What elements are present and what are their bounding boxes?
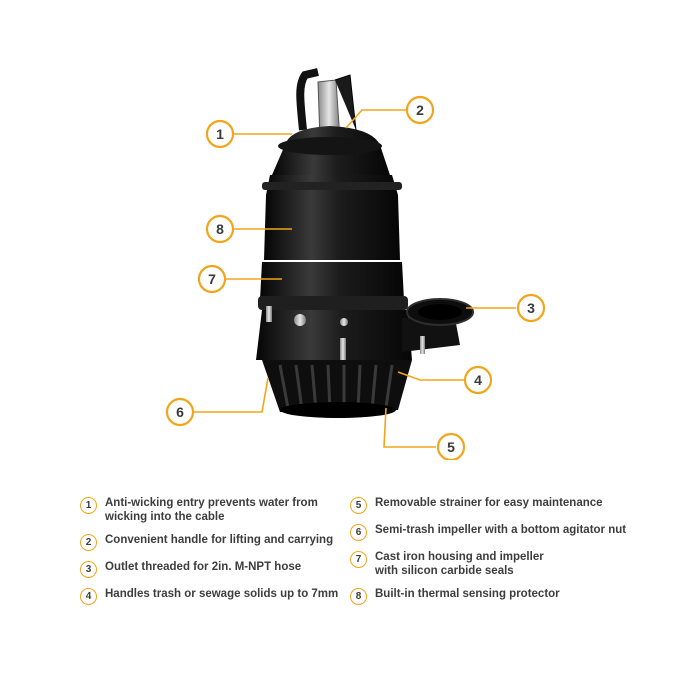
svg-text:4: 4 (474, 372, 482, 388)
legend-right-column: 5 Removable strainer for easy maintenanc… (350, 496, 650, 614)
legend-item-text: Semi-trash impeller with a bottom agitat… (375, 524, 627, 536)
legend-number-badge: 3 (80, 561, 97, 578)
legend-item-6: 6 Semi-trash impeller with a bottom agit… (350, 523, 650, 541)
callout-leader-lines (194, 109, 516, 448)
legend-number-badge: 1 (80, 497, 97, 514)
callout-1: 1 (205, 119, 235, 149)
legend-number-badge: 6 (350, 524, 367, 541)
legend-item-text: Built-in thermal sensing protector (375, 588, 560, 600)
legend-item-7: 7 Cast iron housing and impeller with si… (350, 550, 650, 578)
legend-number-badge: 2 (80, 534, 97, 551)
legend-item-text: Anti-wicking entry prevents water from w… (105, 497, 318, 523)
svg-text:6: 6 (176, 404, 184, 420)
legend-item-text: Cast iron housing and impeller with sili… (375, 551, 544, 577)
legend-number-badge: 7 (350, 551, 367, 568)
legend-item-text: Handles trash or sewage solids up to 7mm (105, 588, 339, 600)
svg-text:2: 2 (416, 102, 424, 118)
legend-number-badge: 4 (80, 588, 97, 605)
legend-item-text: Removable strainer for easy maintenance (375, 497, 603, 509)
pump-diagram: 1 2 3 4 5 6 7 8 (165, 68, 546, 460)
svg-text:5: 5 (447, 439, 455, 455)
legend-item-5: 5 Removable strainer for easy maintenanc… (350, 496, 650, 514)
legend-item-8: 8 Built-in thermal sensing protector (350, 587, 650, 605)
callout-3: 3 (516, 293, 546, 323)
legend-number-badge: 8 (350, 588, 367, 605)
callout-7: 7 (197, 264, 227, 294)
svg-text:7: 7 (208, 271, 216, 287)
legend-item-text: Outlet threaded for 2in. M-NPT hose (105, 561, 302, 573)
legend-item-text: Convenient handle for lifting and carryi… (105, 534, 334, 546)
legend-item-2: 2 Convenient handle for lifting and carr… (80, 533, 350, 551)
legend-left-column: 1 Anti-wicking entry prevents water from… (80, 496, 350, 614)
callout-5: 5 (436, 432, 466, 460)
svg-text:1: 1 (216, 126, 224, 142)
legend-item-1: 1 Anti-wicking entry prevents water from… (80, 496, 350, 524)
submersible-pump-illustration (256, 68, 474, 418)
callout-2: 2 (405, 95, 435, 125)
legend-item-4: 4 Handles trash or sewage solids up to 7… (80, 587, 350, 605)
callout-8: 8 (205, 214, 235, 244)
svg-text:8: 8 (216, 221, 224, 237)
legend-number-badge: 5 (350, 497, 367, 514)
svg-text:3: 3 (527, 300, 535, 316)
callout-4: 4 (463, 365, 493, 395)
legend-item-3: 3 Outlet threaded for 2in. M-NPT hose (80, 560, 350, 578)
callout-6: 6 (165, 397, 195, 427)
